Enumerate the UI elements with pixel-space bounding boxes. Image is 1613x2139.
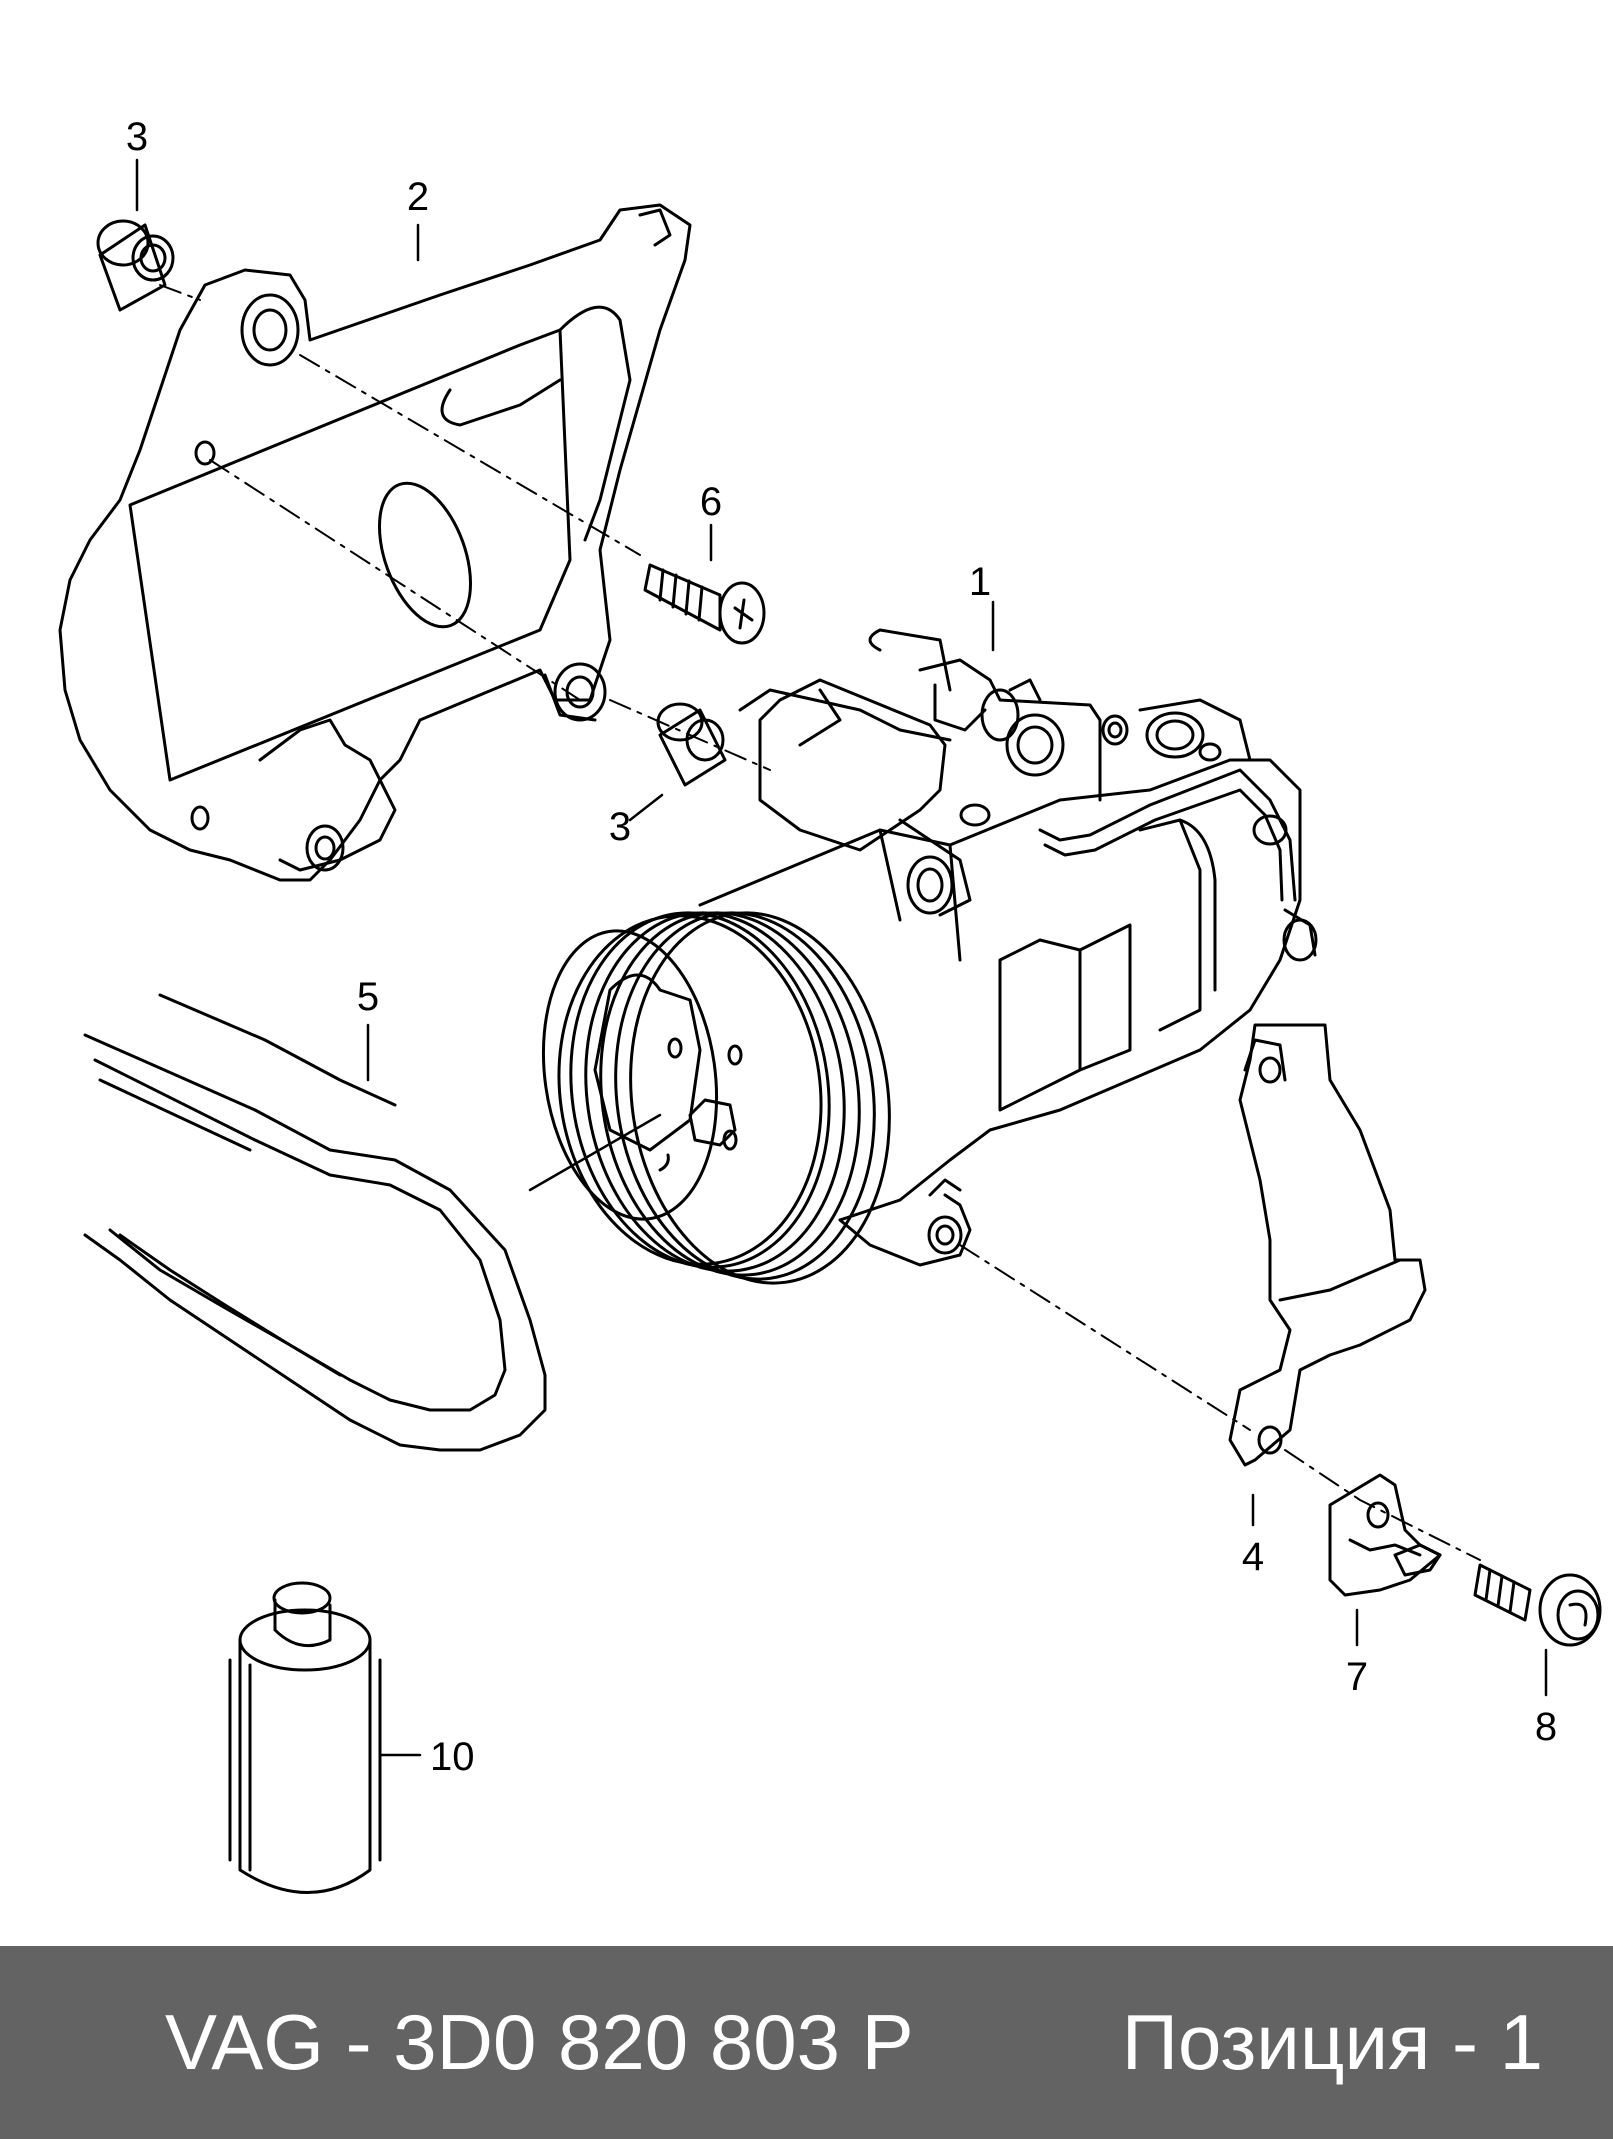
callout-2: 2 [407, 175, 429, 219]
part-number: VAG - 3D0 820 803 P [165, 1998, 914, 2086]
drive-belt [83, 993, 547, 1452]
leader-lines [135, 158, 1548, 1757]
footer-bar: VAG - 3D0 820 803 P Позиция - 1 [0, 1946, 1613, 2139]
callout-3-top: 3 [126, 115, 148, 159]
callout-3-bottom: 3 [609, 805, 631, 849]
alignment-lines [159, 284, 1481, 1561]
callout-4: 4 [1242, 1535, 1264, 1579]
bush-bottom [656, 702, 727, 787]
support-bracket [1228, 1023, 1427, 1467]
parts-diagram: 1 2 3 3 4 5 6 7 8 10 [58, 115, 1602, 1894]
callout-6: 6 [700, 480, 722, 524]
callout-10: 10 [430, 1735, 475, 1779]
position-label: Позиция - 1 [1121, 1998, 1543, 2086]
oil-bottle [228, 1581, 382, 1894]
bolt-8 [1473, 1563, 1602, 1647]
callout-7: 7 [1346, 1655, 1368, 1699]
mounting-bracket [58, 203, 692, 882]
compressor [541, 628, 1318, 1285]
bush-top [96, 219, 175, 312]
callout-5: 5 [357, 975, 379, 1019]
bolt-6 [643, 563, 766, 645]
clip-7 [1328, 1473, 1442, 1597]
callout-1: 1 [969, 560, 991, 604]
callout-8: 8 [1535, 1705, 1557, 1749]
